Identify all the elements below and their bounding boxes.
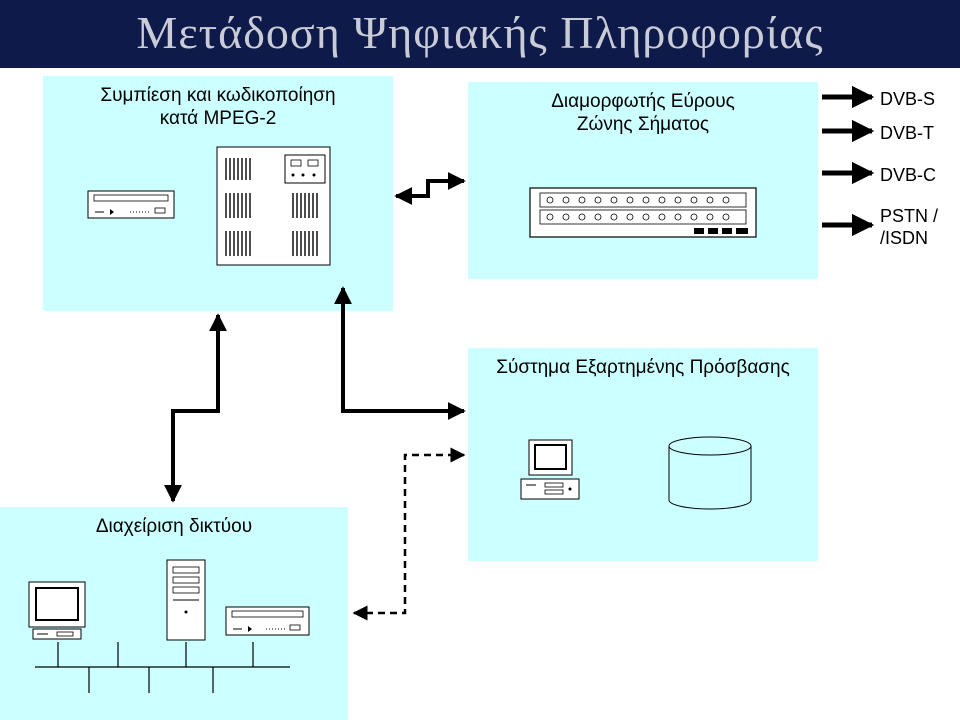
title-bar	[0, 0, 960, 68]
database-icon	[668, 436, 752, 510]
compression-label: Συμπίεση και κωδικοποίηση κατά MPEG-2	[43, 84, 393, 130]
access-system-label: Σύστημα Εξαρτημένης Πρόσβασης	[496, 357, 790, 378]
compression-label-line2: κατά MPEG-2	[159, 108, 277, 129]
modulator-panel	[468, 82, 818, 279]
link-arrow-compression-network	[164, 313, 227, 503]
output-label-dvb-c: DVB-C	[880, 165, 937, 185]
network-dvd-player-icon	[225, 606, 310, 636]
page-title: Μετάδοση Ψηφιακής Πληροφορίας	[136, 7, 824, 58]
network-bus	[35, 642, 290, 693]
modulator-label: Διαμορφωτής Εύρους Ζώνης Σήματος	[468, 90, 818, 136]
dvd-player-icon	[87, 190, 175, 219]
output-label-pstn: PSTN /	[880, 206, 939, 226]
computer-icon	[520, 439, 580, 500]
output-label-dvb-s: DVB-S	[880, 89, 936, 109]
modulator-label-line1: Διαμορφωτής Εύρους	[551, 91, 735, 112]
link-arrow-modulator-access	[334, 286, 466, 420]
output-label-dvb-t: DVB-T	[880, 123, 934, 143]
link-arrow-compression-modulator	[394, 172, 466, 205]
output-label-isdn: /ISDN	[880, 228, 929, 248]
modulator-label-line2: Ζώνης Σήματος	[576, 114, 710, 135]
modulator-device-icon	[529, 187, 757, 238]
encoder-rack-icon	[216, 146, 331, 266]
workstation-icon	[28, 581, 86, 640]
access-system-panel	[468, 348, 818, 561]
compression-label-line1: Συμπίεση και κωδικοποίηση	[100, 85, 336, 106]
link-arrow-dashed-network-access	[352, 447, 466, 621]
network-mgmt-label: Διαχείριση δικτύου	[95, 516, 253, 537]
server-tower-icon	[166, 559, 206, 641]
